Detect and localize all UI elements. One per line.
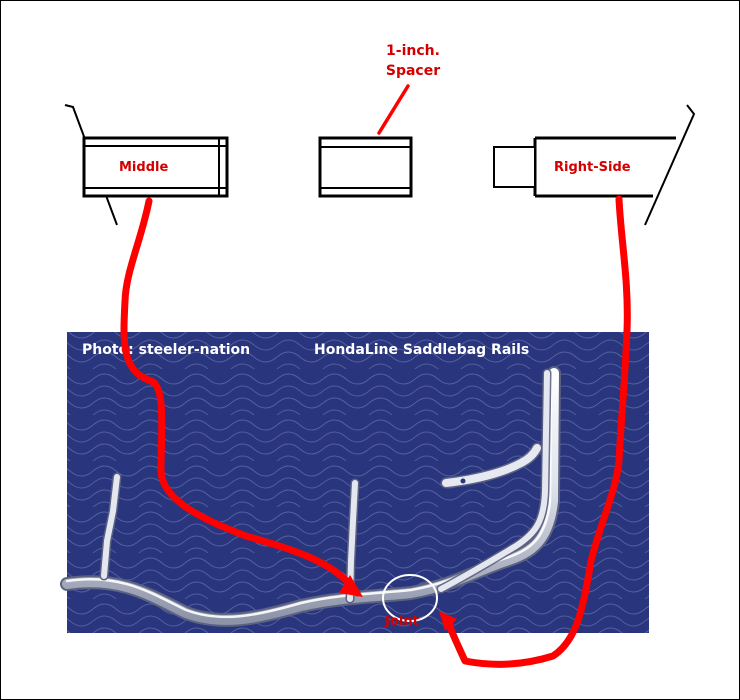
right-rail-insert-tab [493, 146, 536, 188]
spacer-label-line2: Spacer [386, 63, 440, 79]
spacer-label-line1: 1-inch. [386, 43, 440, 59]
right-side-rail-schematic: Right-Side [493, 104, 696, 226]
spacer-pointer-line [377, 84, 410, 135]
photo-title: HondaLine Saddlebag Rails [314, 342, 529, 358]
joint-label: Joint [384, 614, 419, 629]
right-side-label: Right-Side [554, 160, 631, 175]
middle-tube-outline [82, 136, 229, 198]
chrome-rails [60, 366, 561, 627]
middle-rail-schematic: Middle [64, 104, 229, 226]
middle-arrowhead [339, 575, 363, 597]
saddlebag-rails-photo: Photo: steeler-nation HondaLine Saddleba… [60, 332, 649, 633]
photo-credit: Photo: steeler-nation [82, 342, 250, 358]
right-side-arrowhead [439, 611, 457, 631]
joint-highlight-circle [382, 574, 438, 622]
middle-label: Middle [119, 160, 168, 175]
middle-to-joint-arrow [120, 197, 361, 597]
right-side-to-joint-arrow [443, 195, 631, 668]
right-rail-end-line [644, 104, 696, 226]
spacer-schematic: 1-inch. Spacer [318, 43, 440, 198]
